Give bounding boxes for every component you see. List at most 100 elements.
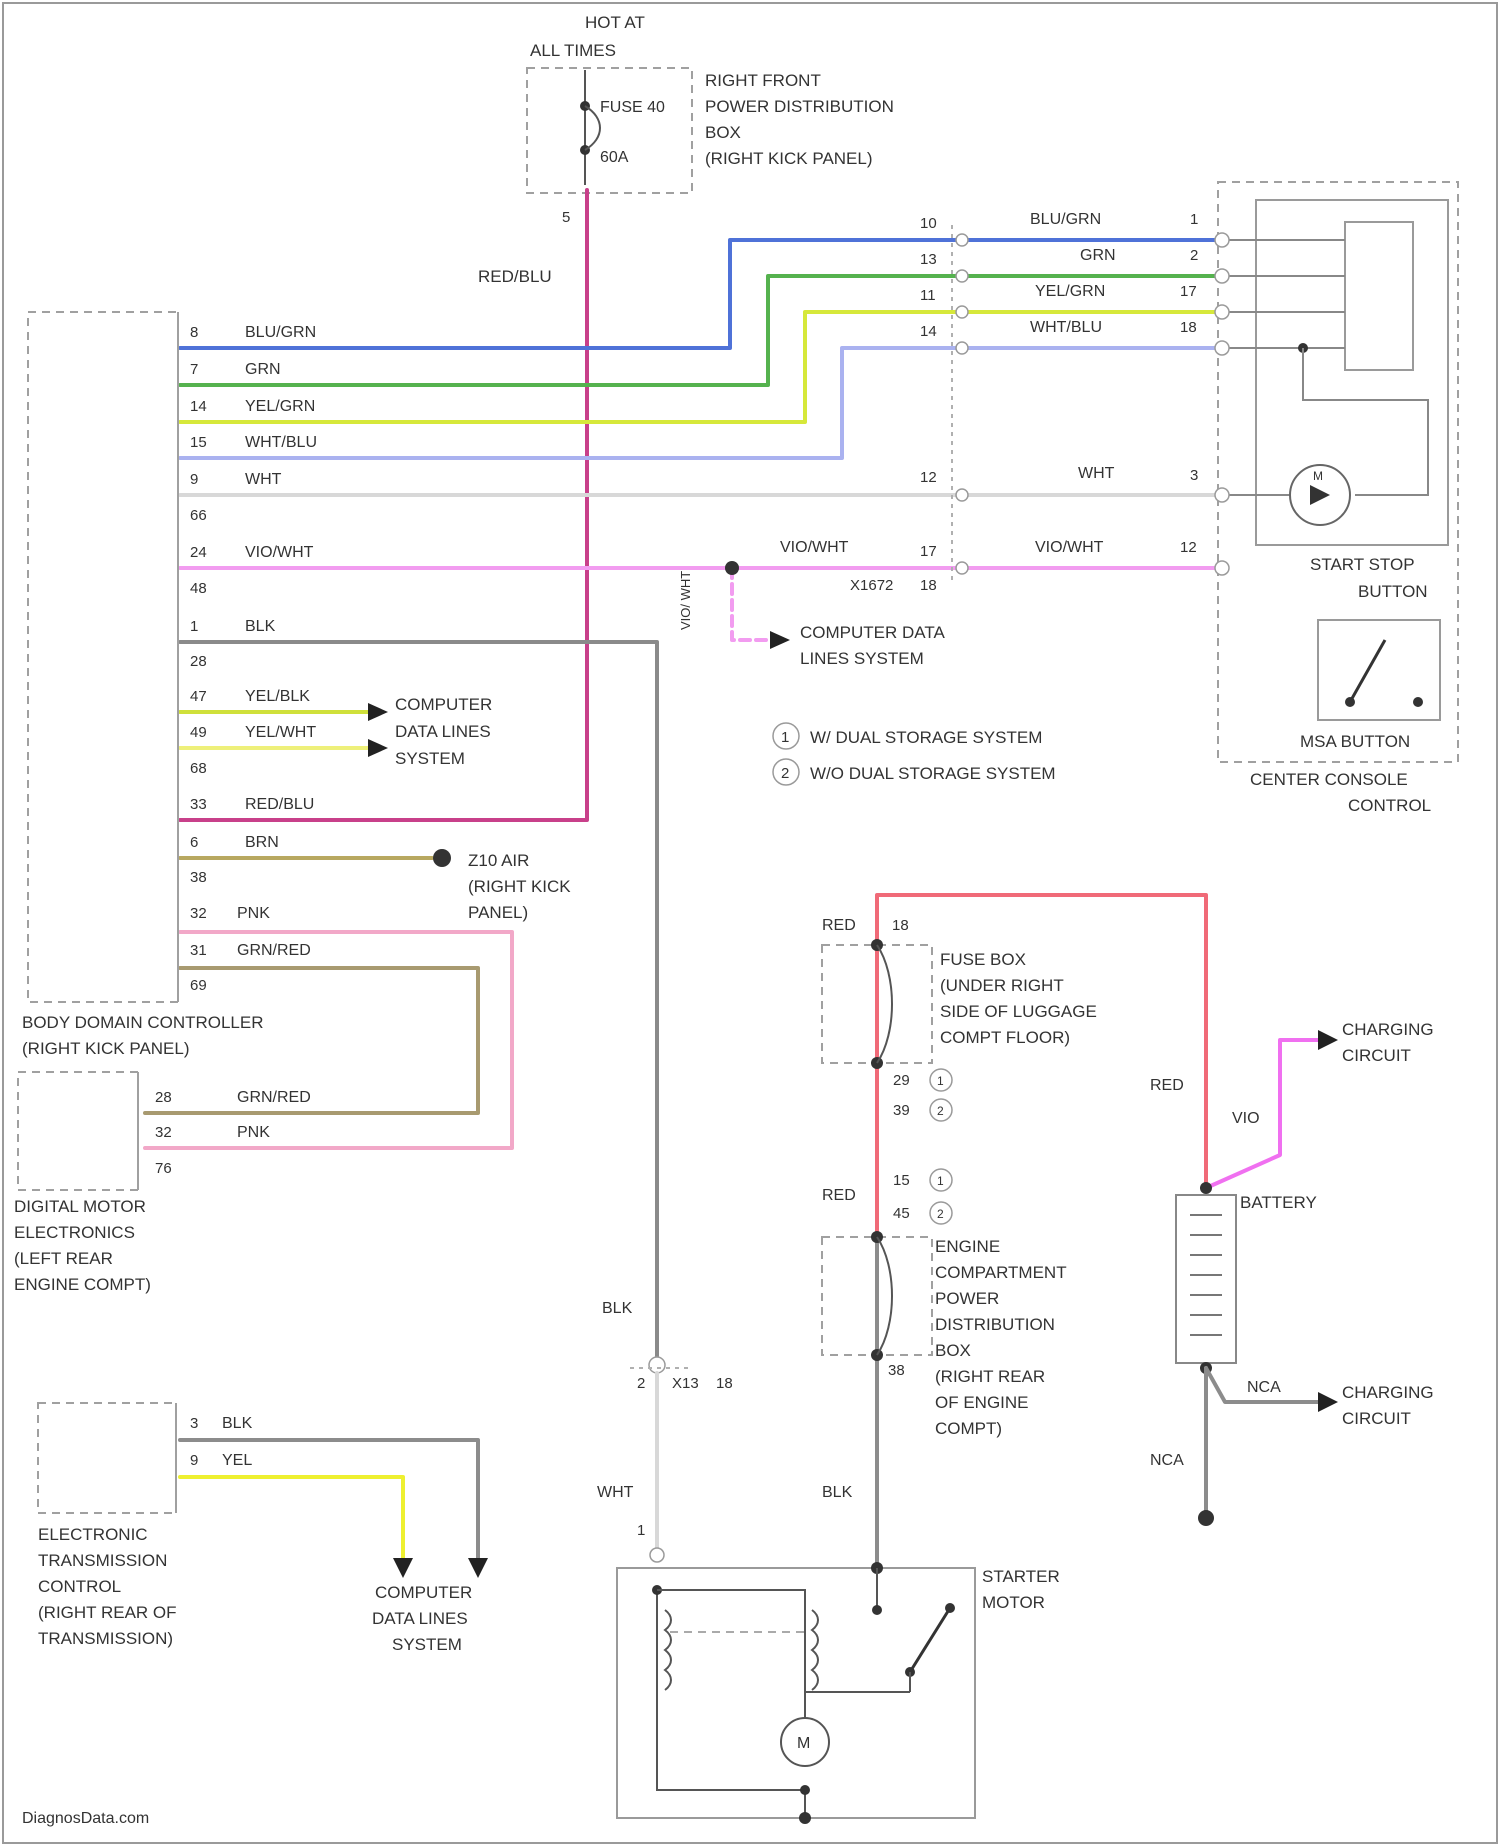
conn-id: X1672 <box>850 577 893 594</box>
ground-id: Z10 AIR <box>468 851 529 870</box>
start-stop-module <box>1345 222 1413 370</box>
bdc-wire-yel-grn: YEL/GRN <box>245 398 315 415</box>
conn-left-14: 14 <box>920 323 937 340</box>
ecpdb-name-2: COMPARTMENT <box>935 1263 1067 1282</box>
arrow-etc-blk <box>468 1558 488 1578</box>
ground-loc-1: (RIGHT KICK <box>468 877 571 896</box>
legend-num-1: 1 <box>781 729 789 746</box>
cdl-left-1: COMPUTER <box>395 695 492 714</box>
bdc-wire-grn: GRN <box>245 361 281 378</box>
arrow-yel-blk <box>368 703 388 721</box>
etc-wire-blk: BLK <box>222 1415 253 1432</box>
starter-m: M <box>797 1735 810 1752</box>
charging-2a: CHARGING <box>1342 1383 1434 1402</box>
start-stop-name-2: BUTTON <box>1358 582 1428 601</box>
bdc-pin-14: 14 <box>190 398 207 415</box>
battery-vio: VIO <box>1232 1110 1260 1127</box>
bdc-pin-68: 68 <box>190 760 207 777</box>
x13-pin-2: 2 <box>637 1375 645 1392</box>
bdc-wire-gry-red: GRN/RED <box>237 942 311 959</box>
conn-pin-17 <box>956 562 968 574</box>
starter-outline <box>617 1568 975 1818</box>
dme-name-3: (LEFT REAR <box>14 1249 113 1268</box>
conn-wire-wht: WHT <box>1078 465 1115 482</box>
ecpdb-name-5: BOX <box>935 1341 971 1360</box>
etc-name-5: TRANSMISSION) <box>38 1629 173 1648</box>
fuse-name: FUSE 40 <box>600 99 665 116</box>
cdl-bottom-3: SYSTEM <box>392 1635 462 1654</box>
starter-feed-wht: WHT <box>597 1484 634 1501</box>
conn-wire-wht-blu: WHT/BLU <box>1030 319 1102 336</box>
fusebox-pin-39: 39 <box>893 1102 910 1119</box>
ecpdb-name-8: COMPT) <box>935 1419 1002 1438</box>
ecpdb-pin-38: 38 <box>888 1362 905 1379</box>
bdc-wire-blu-grn: BLU/GRN <box>245 324 316 341</box>
starter-motor: M STARTER MOTOR <box>617 1562 1060 1824</box>
bdc-wire-wht: WHT <box>245 471 282 488</box>
wire-vio-wht-branch <box>732 568 770 640</box>
battery-ground <box>1198 1510 1214 1526</box>
bdc-pin-6: 6 <box>190 834 198 851</box>
vio-wht-splice <box>725 561 739 575</box>
dme-wire-pnk: PNK <box>237 1124 270 1141</box>
ecpdb-blk: BLK <box>822 1484 853 1501</box>
ccc-pin-2: 2 <box>1190 247 1198 264</box>
charging-2b: CIRCUIT <box>1342 1409 1411 1428</box>
bdc-pin-28: 28 <box>190 653 207 670</box>
dme-name-1: DIGITAL MOTOR <box>14 1197 146 1216</box>
wire-etc-yel <box>180 1477 403 1560</box>
digital-motor-electronics: 28 32 76 GRN/RED PNK DIGITAL MOTOR ELECT… <box>14 1072 311 1294</box>
conn-wire-vio-wht-right: VIO/WHT <box>1035 539 1104 556</box>
ccc-name-1: CENTER CONSOLE <box>1250 770 1408 789</box>
wire-pnk <box>145 932 512 1148</box>
conn-left-10: 10 <box>920 215 937 232</box>
etc-name-4: (RIGHT REAR OF <box>38 1603 177 1622</box>
battery-red: RED <box>1150 1077 1184 1094</box>
etc-name-3: CONTROL <box>38 1577 121 1596</box>
fuse-amps: 60A <box>600 149 629 166</box>
bdc-pin-15: 15 <box>190 434 207 451</box>
bdc-wire-yel-blk: YEL/BLK <box>245 688 310 705</box>
pdb-label-1: RIGHT FRONT <box>705 71 821 90</box>
conn-pin-14 <box>956 342 968 354</box>
fusebox-red: RED <box>822 917 856 934</box>
etc-name-2: TRANSMISSION <box>38 1551 167 1570</box>
bdc-wire-wht-blu: WHT/BLU <box>245 434 317 451</box>
wire-wht-blu <box>180 348 1220 458</box>
bdc-pin-47: 47 <box>190 688 207 705</box>
bdc-pin-7: 7 <box>190 361 198 378</box>
starter-solenoid-switch <box>910 1608 950 1672</box>
msa-switch <box>1350 640 1385 702</box>
x13-pin <box>649 1357 665 1373</box>
ground-point <box>433 849 451 867</box>
conn-left-12: 12 <box>920 469 937 486</box>
bdc-wire-yel-wht: YEL/WHT <box>245 724 316 741</box>
bdc-pin-48: 48 <box>190 580 207 597</box>
bdc-wire-pnk: PNK <box>237 905 270 922</box>
ecpdb-pin-15: 15 <box>893 1172 910 1189</box>
etc-pin-9: 9 <box>190 1452 198 1469</box>
bdc-name-1: BODY DOMAIN CONTROLLER <box>22 1013 264 1032</box>
bdc-wire-brn: BRN <box>245 834 279 851</box>
etc-name-1: ELECTRONIC <box>38 1525 148 1544</box>
pdb-label-4: (RIGHT KICK PANEL) <box>705 149 873 168</box>
battery-symbol <box>1176 1195 1236 1363</box>
conn-wire-vio-wht-left: VIO/WHT <box>780 539 849 556</box>
bdc-pin-9: 9 <box>190 471 198 488</box>
bdc-pin-32: 32 <box>190 905 207 922</box>
bdc-wire-red-blu: RED/BLU <box>245 796 314 813</box>
battery-nca-2: NCA <box>1150 1452 1184 1469</box>
electronic-transmission-control: 3 9 BLK YEL ELECTRONIC TRANSMISSION CONT… <box>38 1403 488 1654</box>
bdc-pin-69: 69 <box>190 977 207 994</box>
bdc-wire-blk: BLK <box>245 618 276 635</box>
conn-pin-10 <box>956 234 968 246</box>
pdb-label-2: POWER DISTRIBUTION <box>705 97 894 116</box>
ecpdb-name-6: (RIGHT REAR <box>935 1367 1045 1386</box>
ccc-pin-17: 17 <box>1180 283 1197 300</box>
dme-wire-gry-red: GRN/RED <box>237 1089 311 1106</box>
bdc-pin-49: 49 <box>190 724 207 741</box>
x13-pin-18: 18 <box>716 1375 733 1392</box>
watermark: DiagnosData.com <box>22 1810 149 1827</box>
fusebox-name-2: (UNDER RIGHT <box>940 976 1064 995</box>
bdc-pin-31: 31 <box>190 942 207 959</box>
